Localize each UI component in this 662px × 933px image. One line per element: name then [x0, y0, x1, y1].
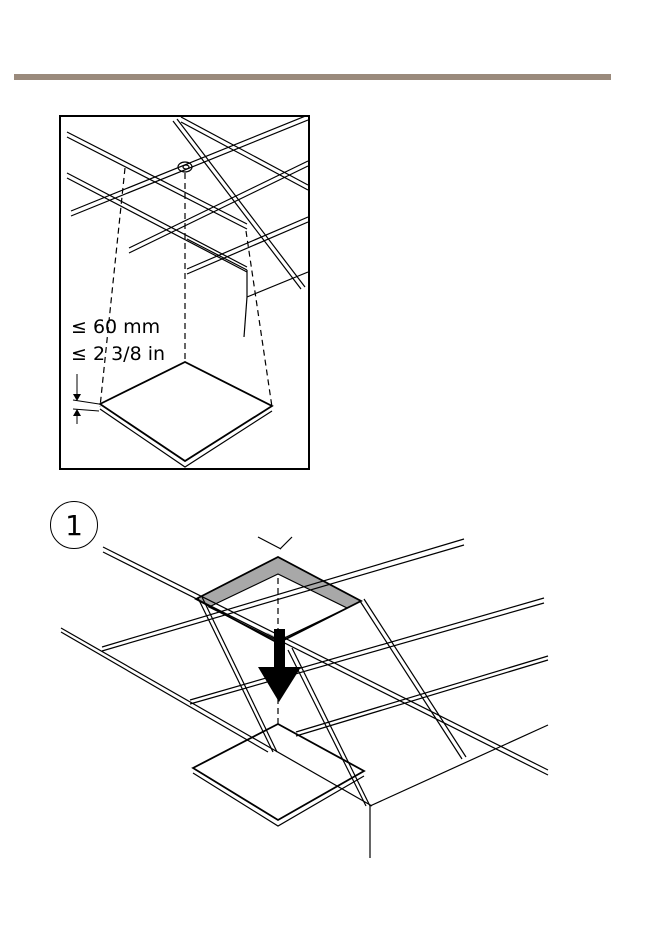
step-number: 1 — [65, 509, 83, 542]
ceiling-tile — [193, 724, 364, 826]
step-number-badge: 1 — [50, 501, 98, 549]
arrow-down-icon — [258, 629, 301, 702]
